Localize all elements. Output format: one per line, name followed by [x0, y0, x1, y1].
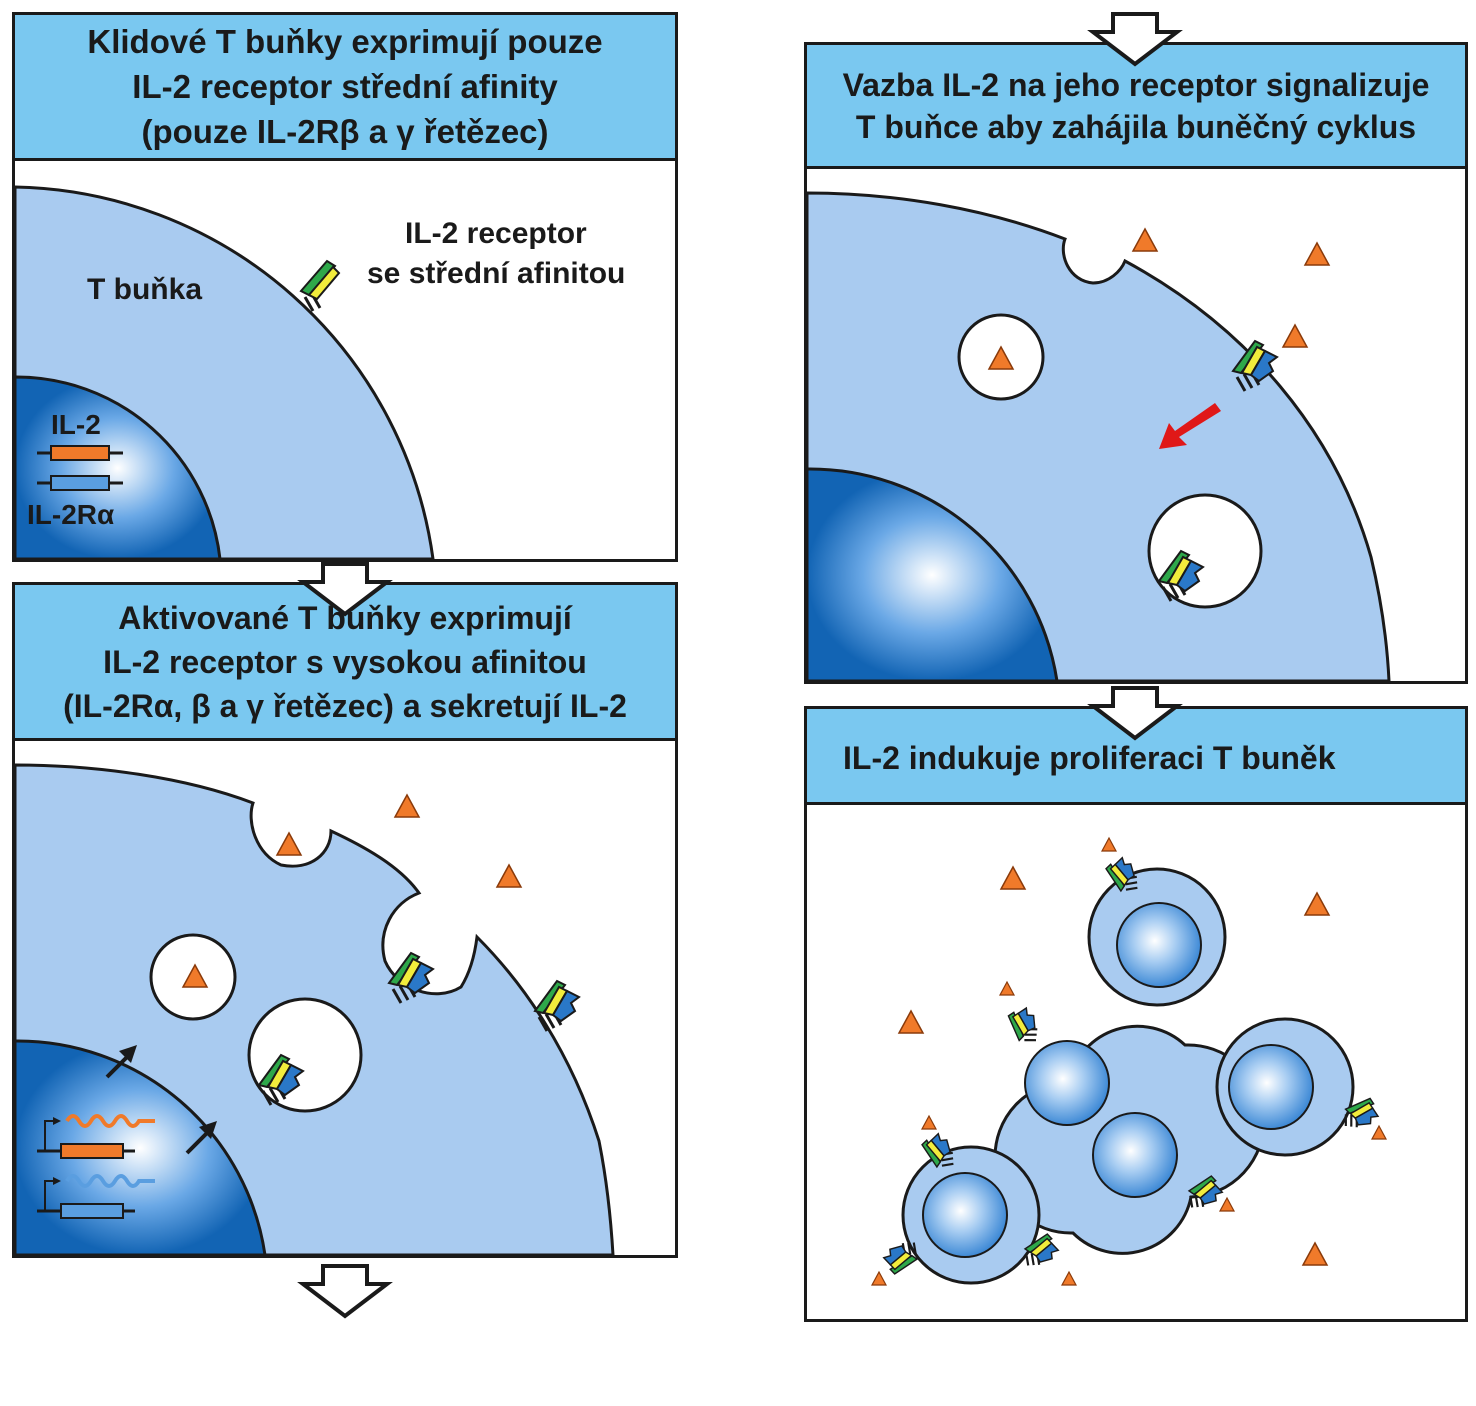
il2-triangle-icon — [1304, 242, 1330, 266]
nucleus — [1228, 1044, 1314, 1130]
intermediate-receptor-icon — [299, 259, 341, 313]
receptor-high-affinity-icon — [999, 1001, 1049, 1049]
il2-triangle-icon — [276, 832, 302, 856]
gene-label-il2ra: IL-2Rα — [27, 499, 115, 530]
flow-arrow-3 — [1091, 12, 1179, 66]
title-line-1: IL-2 indukuje proliferaci T buněk — [843, 740, 1336, 776]
flow-arrow-2 — [301, 1264, 389, 1318]
il2-triangle-icon — [999, 981, 1015, 996]
il2-triangle-icon — [898, 1010, 924, 1034]
t-cell-label: T buňka — [87, 273, 203, 306]
nucleus — [1092, 1112, 1178, 1198]
flow-arrow-4 — [1091, 686, 1179, 740]
flow-arrow-1 — [301, 562, 389, 616]
nucleus — [15, 375, 222, 559]
il2-triangle-icon — [1304, 892, 1330, 916]
down-arrow-icon — [1091, 686, 1179, 740]
export-arrow-icon — [105, 1045, 217, 1155]
title-line-2: IL-2 receptor střední afinity — [132, 68, 558, 105]
il2-triangle-icon — [1132, 228, 1158, 252]
il2-triangle-icon — [871, 1271, 887, 1286]
down-arrow-icon — [1091, 12, 1179, 66]
resting-cell-diagram — [15, 185, 435, 559]
nucleus — [1116, 902, 1202, 988]
signal-arrow-icon — [1159, 403, 1221, 449]
gene-il2ra-transcribed-icon — [37, 1174, 155, 1219]
panel-proliferation-art — [807, 805, 1465, 1319]
proliferation-diagram — [871, 837, 1387, 1286]
gene-il2-transcribed-icon — [37, 1114, 155, 1159]
receptor-label-2: se střední afinitou — [367, 257, 626, 290]
gene-il2ra-icon — [37, 475, 123, 491]
nucleus — [15, 1039, 267, 1255]
binding-cell-diagram — [807, 191, 1391, 681]
il2-triangle-icon — [921, 1115, 937, 1130]
il2-triangle-icon — [1371, 1125, 1387, 1140]
il2-triangle-icon — [1101, 837, 1117, 852]
panel-binding-art — [807, 169, 1465, 681]
receptor-high-affinity-icon — [533, 979, 581, 1033]
title-line-1: Vazba IL-2 na jeho receptor signalizuje — [842, 66, 1430, 103]
il2-triangle-icon — [1000, 866, 1026, 890]
title-line-2: T buňce aby zahájila buněčný cyklus — [855, 108, 1417, 145]
panel-resting-art: T buňka IL-2 receptor se střední afinito… — [15, 161, 675, 559]
panel-activated: Aktivované T buňky exprimují IL-2 recept… — [12, 582, 678, 1258]
il2-triangle-icon — [1302, 1242, 1328, 1266]
panel-activated-art — [15, 741, 675, 1255]
activated-cell-diagram — [15, 763, 615, 1255]
il2-triangle-icon — [1061, 1271, 1077, 1286]
gene-label-il2: IL-2 — [51, 409, 101, 440]
il2-triangle-icon — [1282, 324, 1308, 348]
title-line-3: (IL-2Rα, β a γ řetězec) a sekretují IL-2 — [63, 687, 627, 724]
title-line-3: (pouze IL-2Rβ a γ řetězec) — [141, 113, 549, 150]
nucleus — [1024, 1040, 1110, 1126]
nucleus — [807, 467, 1059, 681]
title-line-2: IL-2 receptor s vysokou afinitou — [103, 643, 587, 680]
panel-binding: Vazba IL-2 na jeho receptor signalizuje … — [804, 42, 1468, 684]
nucleus — [922, 1172, 1008, 1258]
panel-resting: Klidové T buňky exprimují pouze IL-2 rec… — [12, 12, 678, 562]
down-arrow-icon — [301, 562, 389, 616]
il2-triangle-icon — [394, 794, 420, 818]
receptor-label-1: IL-2 receptor — [405, 217, 587, 250]
gene-il2-icon — [37, 445, 123, 461]
down-arrow-icon — [301, 1264, 389, 1318]
panel-proliferation: IL-2 indukuje proliferaci T buněk — [804, 706, 1468, 1322]
panel-resting-title: Klidové T buňky exprimují pouze IL-2 rec… — [15, 15, 675, 161]
il2-triangle-icon — [496, 864, 522, 888]
title-line-1: Klidové T buňky exprimují pouze — [87, 23, 603, 60]
il2-triangle-icon — [1219, 1197, 1235, 1212]
